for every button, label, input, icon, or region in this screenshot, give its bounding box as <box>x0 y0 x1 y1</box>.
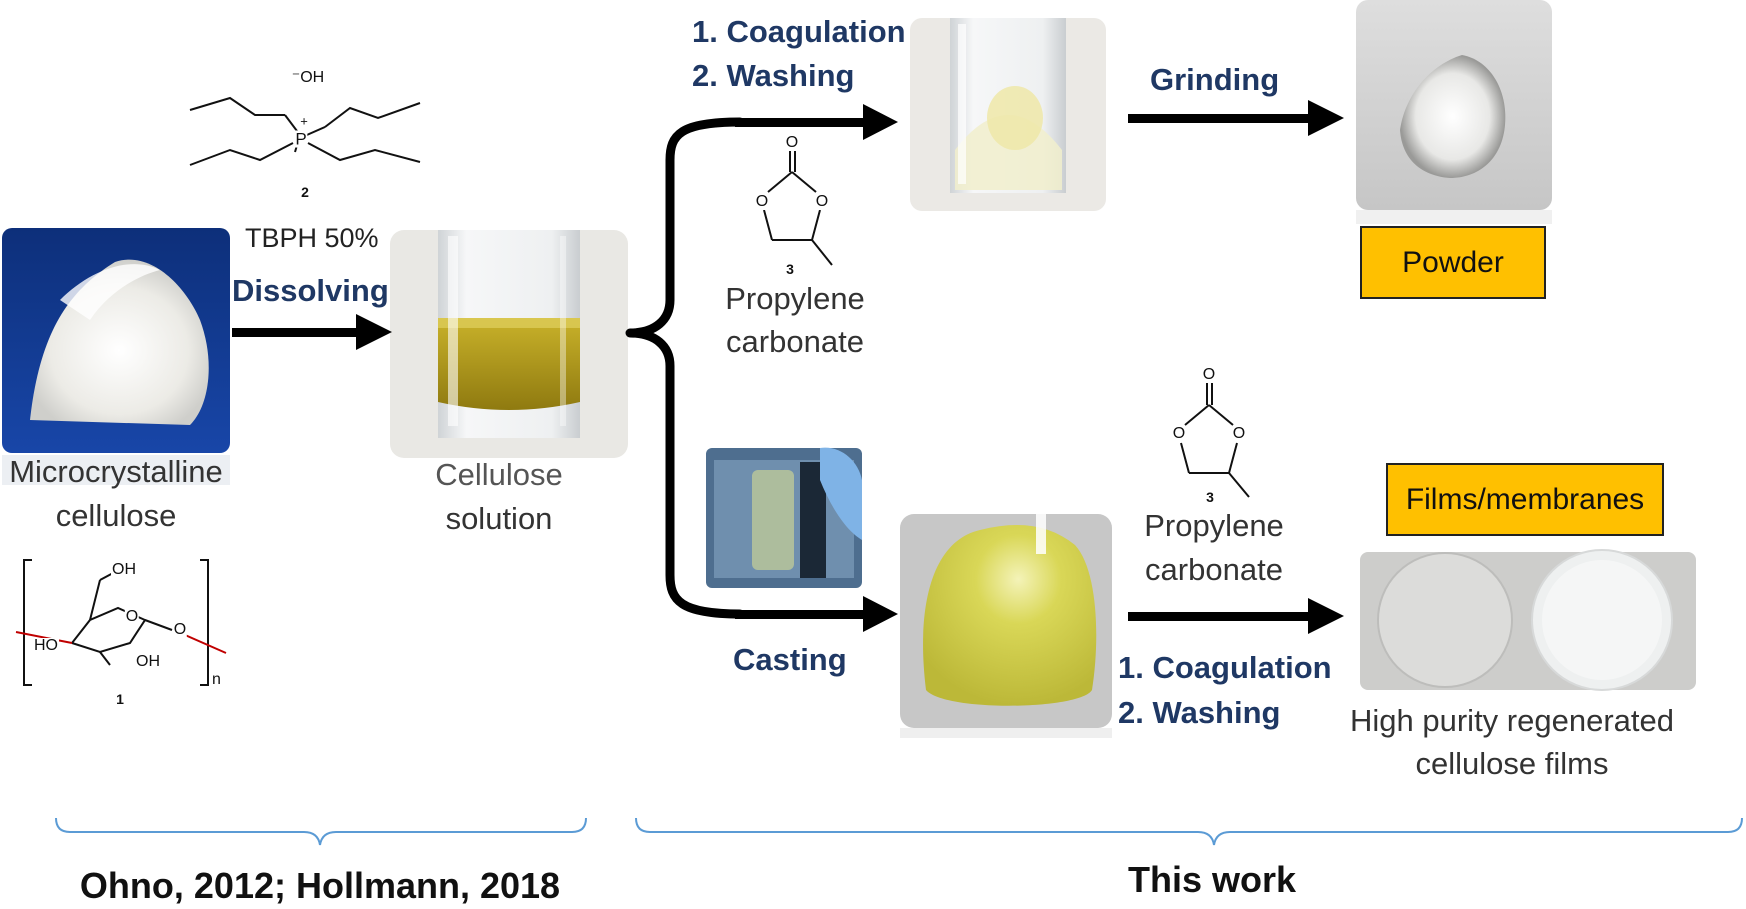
cellulose-structure <box>23 559 209 686</box>
step-washing-top: 2. Washing <box>692 58 855 93</box>
footer-this-work: This work <box>1127 859 1297 900</box>
mcc-photo <box>2 228 230 485</box>
product-films-label: Films/membranes <box>1405 482 1645 516</box>
solution-label-line1: Cellulose <box>435 457 563 492</box>
footer-prior-work: Ohno, 2012; Hollmann, 2018 <box>79 865 561 906</box>
step-coagulation-bottom: 1. Coagulation <box>1118 650 1332 685</box>
vial-gel-photo <box>910 18 1106 211</box>
compound-number-2: 2 <box>301 184 309 200</box>
pc-bottom-label-line1: Propylene <box>1144 508 1284 543</box>
step-dissolving: Dissolving <box>232 273 389 308</box>
pc-bottom-carbonyl-o: O <box>1201 366 1217 383</box>
pc-top-carbonyl-o: O <box>784 134 800 151</box>
branch-brace <box>625 117 745 619</box>
product-powder-label: Powder <box>1402 245 1504 279</box>
compound-number-3-bottom: 3 <box>1206 489 1214 505</box>
arrows <box>232 100 1344 634</box>
casting-tray-photo <box>706 447 862 588</box>
pc-structure-bottom <box>1180 383 1250 498</box>
compound-number-1: 1 <box>116 691 124 707</box>
cellulose-ring-o: O <box>124 608 140 625</box>
cellulose-oh-top: OH <box>111 561 137 578</box>
hydroxide-label: ⁻OH <box>290 69 326 86</box>
films-label-line2: cellulose films <box>1415 746 1609 781</box>
cellulose-glycosidic-o: O <box>172 621 188 638</box>
polymer-subscript-n: n <box>212 671 221 688</box>
pc-bottom-ring-o-left: O <box>1171 425 1187 442</box>
footer-brace-right <box>635 817 1743 846</box>
tbph-label: TBPH 50% <box>245 223 379 253</box>
compound-number-3-top: 3 <box>786 261 794 277</box>
step-casting: Casting <box>733 642 847 677</box>
powder-photo <box>1356 0 1552 224</box>
clear-films-photo <box>1360 549 1696 691</box>
pc-bottom-ring-o-right: O <box>1231 425 1247 442</box>
vial-solution-photo <box>390 230 628 458</box>
pc-top-ring-o-right: O <box>814 193 830 210</box>
solution-label-line2: solution <box>445 501 553 536</box>
pc-top-label-line2: carbonate <box>726 324 864 359</box>
footer-brace-left <box>55 817 587 846</box>
films-label-line1: High purity regenerated <box>1350 703 1674 738</box>
pc-top-label-line1: Propylene <box>725 281 865 316</box>
pc-bottom-label-line2: carbonate <box>1145 552 1283 587</box>
cellulose-ho: HO <box>33 637 59 654</box>
pc-structure-top <box>763 150 833 266</box>
mcc-label-line2: cellulose <box>55 498 177 533</box>
mcc-label-line1: Microcrystalline <box>9 454 223 489</box>
step-grinding: Grinding <box>1150 62 1280 97</box>
step-coagulation-top: 1. Coagulation <box>692 14 906 49</box>
product-films-box: Films/membranes <box>1386 463 1664 536</box>
cellulose-polymer-bonds <box>15 631 227 654</box>
yellow-film-photo <box>900 514 1112 738</box>
pc-top-ring-o-left: O <box>754 193 770 210</box>
step-washing-bottom: 2. Washing <box>1118 695 1281 730</box>
phosphorus-charge: + <box>299 113 309 129</box>
product-powder-box: Powder <box>1360 226 1546 299</box>
phosphorus-label: P <box>294 129 308 149</box>
cellulose-oh-bottom: OH <box>135 653 161 670</box>
